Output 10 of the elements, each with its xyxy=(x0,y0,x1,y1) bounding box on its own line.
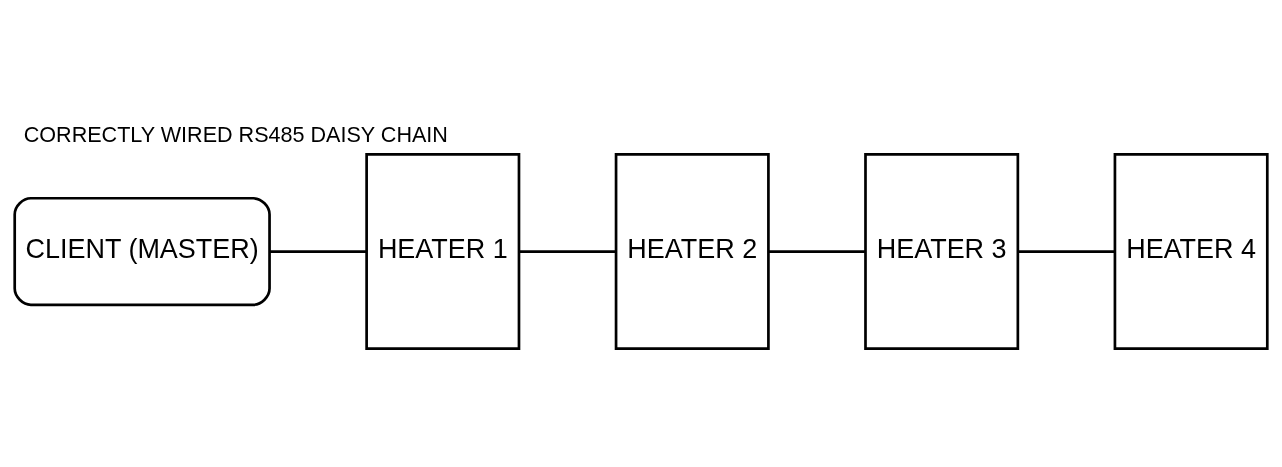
connector xyxy=(768,249,866,253)
connector xyxy=(1018,249,1115,253)
connector xyxy=(519,249,616,253)
node-box: CLIENT (MASTER) xyxy=(13,196,271,306)
node-box: HEATER 2 xyxy=(614,152,770,350)
node-box: HEATER 3 xyxy=(864,152,1020,350)
node-box: HEATER 4 xyxy=(1113,152,1269,350)
diagram-title: CORRECTLY WIRED RS485 DAISY CHAIN xyxy=(23,121,448,147)
node-box: HEATER 1 xyxy=(365,152,521,350)
connector xyxy=(269,249,367,253)
